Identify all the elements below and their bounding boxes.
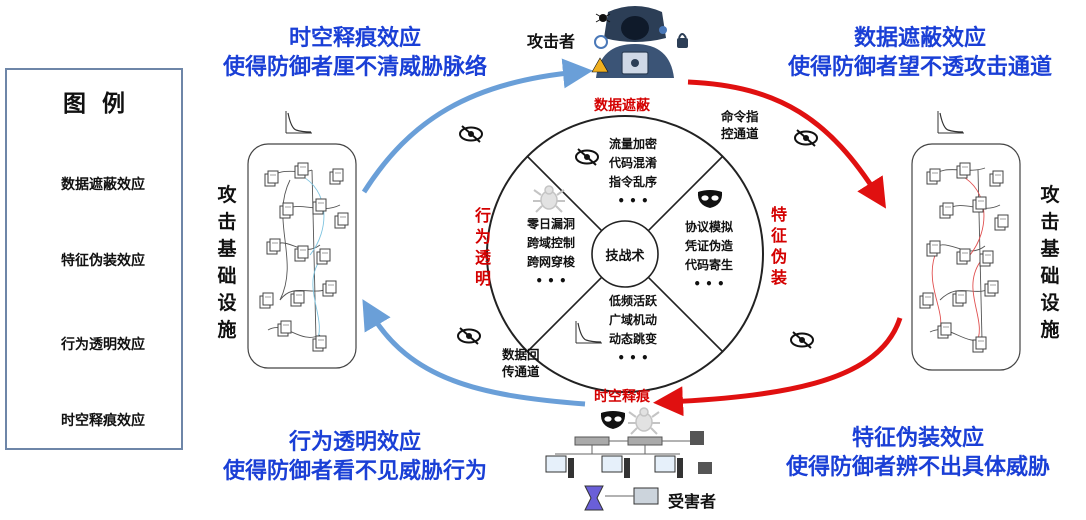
legend-label-data-mask: 数据遮蔽效应 bbox=[61, 177, 145, 193]
legend: 图 例 数据遮蔽效应 特征伪装效应 行为透明效应 时空释痕效应 bbox=[5, 68, 183, 450]
eye-slash-icon-bottom-right bbox=[790, 331, 814, 349]
wheel-top-item: 代码混淆 bbox=[608, 156, 657, 170]
wheel-bottom-item: 动态跳变 bbox=[608, 332, 657, 346]
wheel-left-item: 跨域控制 bbox=[526, 236, 575, 250]
caption-top-left-line1: 时空释痕效应 bbox=[288, 26, 421, 51]
infra-right-label: 攻击基础设施 bbox=[1040, 184, 1060, 341]
channel-data-return-line1: 数据回 bbox=[502, 347, 540, 362]
wheel-center-label: 技战术 bbox=[605, 249, 645, 264]
wheel-top-item: 流量加密 bbox=[608, 137, 657, 151]
victim-mask-icon bbox=[600, 411, 626, 429]
attacker-figure bbox=[591, 6, 688, 78]
wheel-top-list: 流量加密 代码混淆 指令乱序 • • • bbox=[600, 135, 666, 211]
caption-bottom-left: 行为透明效应 使得防御者看不见威胁行为 bbox=[205, 428, 505, 486]
wheel-bottom-item: 广域机动 bbox=[608, 313, 657, 327]
wheel-bottom-ellipsis: • • • bbox=[617, 351, 649, 365]
caption-top-left-line2: 使得防御者厘不清威胁脉络 bbox=[222, 55, 487, 80]
wheel-top-item: 指令乱序 bbox=[608, 175, 657, 189]
channel-command-line2: 控通道 bbox=[721, 126, 759, 141]
legend-label-behavior-transparent: 行为透明效应 bbox=[61, 337, 145, 353]
wheel-right-item: 凭证伪造 bbox=[684, 239, 733, 253]
legend-title: 图 例 bbox=[62, 91, 129, 117]
arrow-left-infra-to-attacker bbox=[361, 58, 593, 194]
caption-bottom-right: 特征伪装效应 使得防御者辨不出具体威胁 bbox=[760, 424, 1076, 482]
caption-top-right-line1: 数据遮蔽效应 bbox=[853, 26, 986, 51]
channel-data-return: 数据回 传通道 bbox=[502, 346, 540, 380]
arrow-right-infra-to-victim bbox=[653, 317, 903, 417]
wheel-right-item: 协议模拟 bbox=[684, 220, 733, 234]
effect-data-mask: 数据遮蔽 bbox=[594, 98, 650, 114]
eye-slash-icon-top-left bbox=[459, 125, 483, 143]
effect-feature-disguise: 特征伪装 bbox=[770, 205, 787, 287]
wheel-left-item: 跨网穿梭 bbox=[526, 255, 575, 269]
wheel-left-ellipsis: • • • bbox=[535, 274, 567, 288]
caption-top-right: 数据遮蔽效应 使得防御者望不透攻击通道 bbox=[765, 24, 1075, 82]
arrow-attacker-to-right-infra bbox=[687, 79, 887, 209]
eye-slash-icon-bottom-left bbox=[457, 327, 481, 345]
wheel-right-ellipsis: • • • bbox=[693, 277, 725, 291]
wheel-left-list: 零日漏洞 跨域控制 跨网穿梭 • • • bbox=[518, 215, 584, 291]
left-infra-graphic bbox=[247, 110, 357, 369]
effect-behavior-transparent: 行为透明 bbox=[474, 206, 491, 288]
wheel-bottom-item: 低频活跃 bbox=[608, 294, 657, 308]
channel-command-line1: 命令指 bbox=[721, 109, 759, 124]
caption-top-right-line2: 使得防御者望不透攻击通道 bbox=[787, 55, 1052, 80]
attacker-label: 攻击者 bbox=[527, 32, 576, 51]
arrow-victim-to-left-infra bbox=[362, 299, 586, 407]
tactics-wheel bbox=[486, 115, 764, 393]
caption-bottom-left-line2: 使得防御者看不见威胁行为 bbox=[222, 459, 487, 484]
victim-bug-icon bbox=[627, 407, 661, 435]
caption-top-left: 时空释痕效应 使得防御者厘不清威胁脉络 bbox=[205, 24, 505, 82]
infra-left-label: 攻击基础设施 bbox=[217, 184, 237, 341]
wheel-bottom-list: 低频活跃 广域机动 动态跳变 • • • bbox=[600, 292, 666, 368]
wheel-left-item: 零日漏洞 bbox=[526, 217, 575, 231]
channel-command: 命令指 控通道 bbox=[721, 108, 759, 142]
wheel-right-list: 协议模拟 凭证伪造 代码寄生 • • • bbox=[676, 218, 742, 294]
wheel-top-ellipsis: • • • bbox=[617, 194, 649, 208]
wheel-right-item: 代码寄生 bbox=[684, 258, 733, 272]
right-infra-graphic bbox=[911, 110, 1021, 371]
effect-spacetime-trace: 时空释痕 bbox=[594, 389, 650, 405]
legend-label-feature-disguise: 特征伪装效应 bbox=[61, 253, 145, 269]
legend-label-spacetime-trace: 时空释痕效应 bbox=[61, 413, 145, 429]
caption-bottom-right-line2: 使得防御者辨不出具体威胁 bbox=[785, 455, 1050, 480]
caption-bottom-right-line1: 特征伪装效应 bbox=[851, 426, 984, 451]
caption-bottom-left-line1: 行为透明效应 bbox=[288, 430, 421, 455]
eye-slash-icon-top-right bbox=[794, 129, 818, 147]
victim-label: 受害者 bbox=[668, 492, 717, 511]
victim-network bbox=[545, 407, 712, 511]
channel-data-return-line2: 传通道 bbox=[502, 364, 540, 379]
